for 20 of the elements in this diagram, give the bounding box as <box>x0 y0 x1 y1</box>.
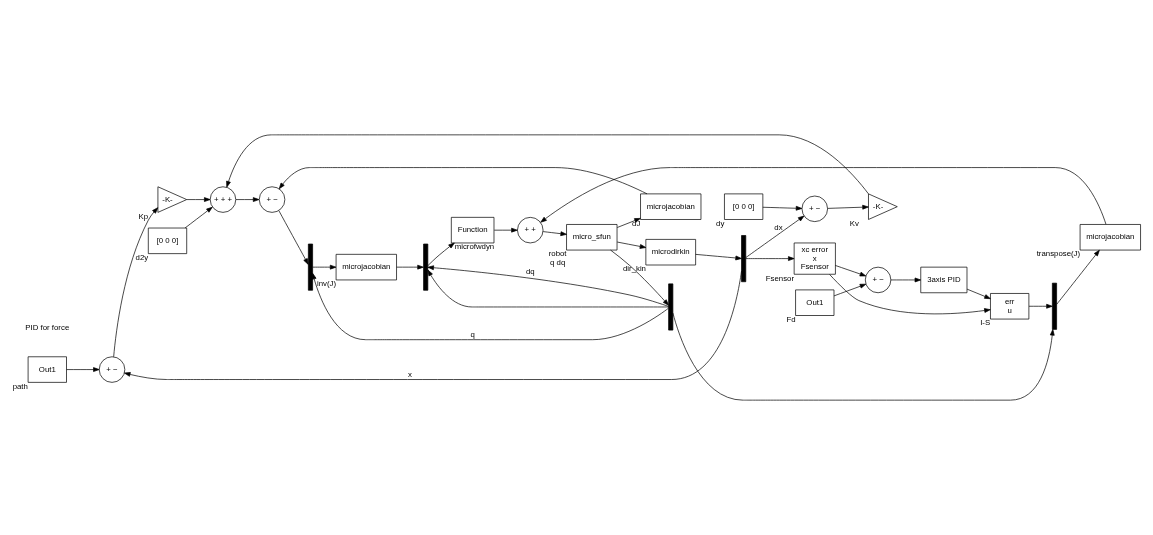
edge-label: dq <box>525 267 535 277</box>
node-label: d2y <box>135 252 149 262</box>
node-label: Fsensor <box>765 273 795 283</box>
node-label: robot <box>548 249 567 259</box>
node-label: microfwdyn <box>454 242 495 252</box>
node-label: Kv <box>849 218 859 228</box>
node-label: I-S <box>980 318 991 328</box>
node-label: dJ <box>632 218 641 228</box>
node-label: dy <box>716 218 725 228</box>
node-label: transpose(J) <box>1036 249 1081 259</box>
edge-label: dx <box>774 223 783 233</box>
node-label: dir_kin <box>622 264 646 274</box>
node-label: q dq <box>550 257 566 267</box>
node-label: Kp <box>138 211 149 221</box>
edge-label: q <box>470 330 475 340</box>
node-label: Fd <box>786 314 796 324</box>
label: PID for force <box>25 323 70 333</box>
node-label: inv(J) <box>316 279 337 289</box>
edge-label: x <box>408 370 413 380</box>
node-label: path <box>12 381 28 391</box>
